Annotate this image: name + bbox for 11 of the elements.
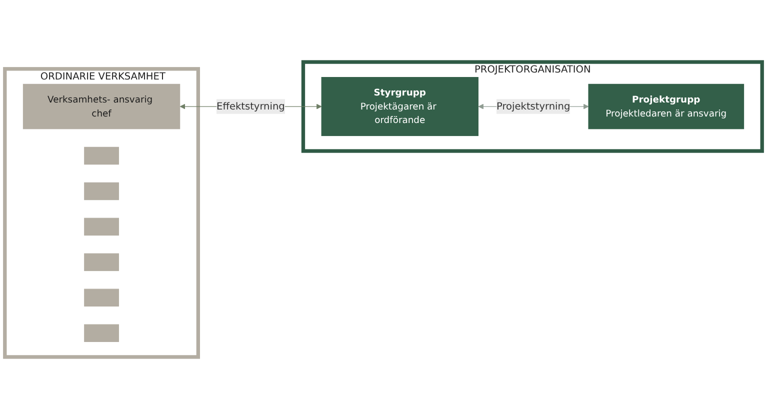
node-box <box>84 253 119 272</box>
edge-label: Effektstyrning <box>216 100 285 112</box>
node-box: Verksamhets- ansvarig chef <box>22 84 180 130</box>
node-box <box>84 324 119 342</box>
node-box <box>84 288 119 307</box>
edge-label: Projektstyrning <box>496 100 570 112</box>
node-box <box>84 182 119 200</box>
node-box <box>84 218 119 236</box>
node-box: Projektgrupp Projektledaren är ansvarig <box>588 84 744 130</box>
node-box <box>84 146 119 165</box>
node-box: Styrgrupp Projektägaren är ordförande <box>321 77 478 136</box>
